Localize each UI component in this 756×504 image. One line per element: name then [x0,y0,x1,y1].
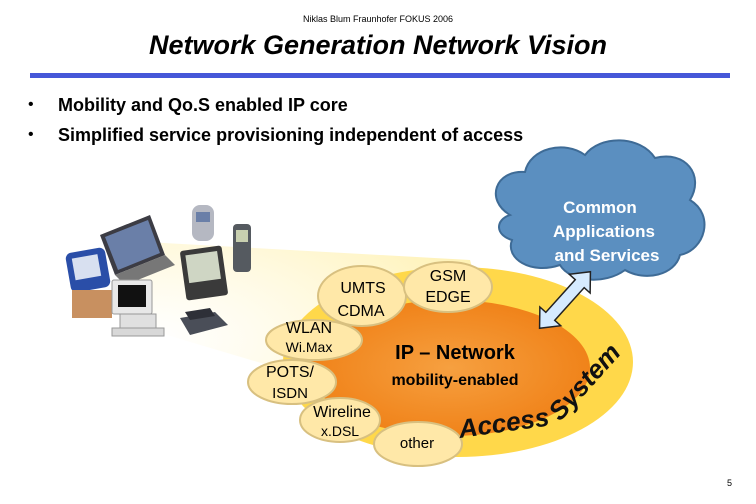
wireline-label: Wireline [313,404,371,421]
device-group [65,205,251,337]
header-note: Niklas Blum Fraunhofer FOKUS 2006 [302,14,454,24]
isdn-label: ISDN [272,385,308,402]
wimax-label: Wi.Max [286,339,333,355]
bullet-text: Mobility and Qo.S enabled IP core [58,95,348,115]
slide-title: Network Generation Network Vision [148,30,608,60]
telephone-icon [180,308,228,335]
bullet-item: • Simplified service provisioning indepe… [28,120,523,150]
umts-label: UMTS [340,280,385,297]
laptop-icon [100,215,175,285]
node-gsm-edge: GSM EDGE [403,261,493,313]
mobility-label: mobility-enabled [391,372,518,389]
page-number: 5 [726,478,732,488]
pda-icon [180,245,228,301]
ip-core-ellipse [310,300,590,436]
desktop-computer-icon [111,279,165,337]
bullet-list: • Mobility and Qo.S enabled IP core • Si… [28,90,523,150]
node-other: other [373,421,463,467]
cloud-label-line1: Common [563,198,637,217]
handheld-icon [65,247,111,293]
node-umts-cdma: UMTS CDMA [317,265,407,327]
mobile-phone-icon [233,224,251,272]
bullet-text: Simplified service provisioning independ… [58,125,524,145]
edge-label: EDGE [425,289,470,306]
gsm-label: GSM [430,268,466,285]
applications-cloud: Common Applications and Services [494,139,706,281]
pots-label: POTS/ [266,364,315,381]
photo-card-icon [72,290,112,318]
cell-phone-icon [192,205,214,241]
node-pots-isdn: POTS/ ISDN [247,359,337,405]
cloud-label-line2: Applications [553,222,655,241]
node-wireline-xdsl: Wireline x.DSL [299,397,381,443]
ip-network-label: IP – Network [395,342,516,364]
cdma-label: CDMA [337,303,384,320]
other-label: other [400,435,434,452]
wlan-label: WLAN [286,320,332,337]
xdsl-label: x.DSL [321,423,359,439]
title-rule [30,73,730,78]
node-wlan-wimax: WLAN Wi.Max [265,319,363,361]
bullet-item: • Mobility and Qo.S enabled IP core [28,90,523,120]
cloud-label-line3: and Services [555,246,660,265]
bullet-dot-icon: • [28,96,34,113]
bullet-dot-icon: • [28,126,34,143]
double-arrow-icon [538,270,592,330]
